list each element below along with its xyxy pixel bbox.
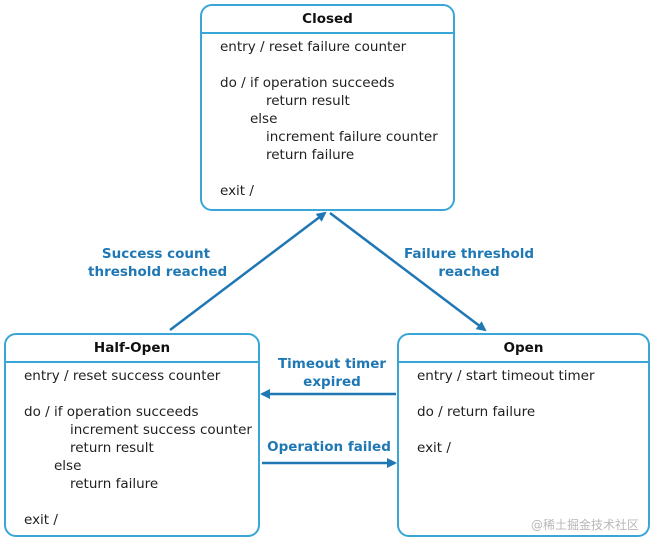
closed-line: increment failure counter bbox=[266, 129, 438, 145]
watermark-text: @稀土掘金技术社区 bbox=[530, 518, 639, 532]
arrow-closed-to-open bbox=[329, 212, 487, 332]
arrow-half-open-to-closed bbox=[169, 211, 327, 331]
closed-line: return result bbox=[266, 93, 350, 109]
state-half-open: Half-Open entry / reset success counter … bbox=[4, 333, 260, 537]
label-failure-threshold: Failure threshold reached bbox=[404, 246, 535, 280]
half-open-line: do / if operation succeeds bbox=[24, 404, 199, 420]
half-open-line: return result bbox=[70, 440, 154, 456]
state-open-title: Open bbox=[399, 335, 648, 363]
label-operation-failed: Operation failed bbox=[267, 439, 391, 455]
half-open-line: increment success counter bbox=[70, 422, 252, 438]
half-open-line: else bbox=[54, 458, 82, 474]
state-closed: Closed entry / reset failure counter do … bbox=[200, 4, 455, 211]
state-half-open-title: Half-Open bbox=[6, 335, 258, 363]
closed-line: else bbox=[250, 111, 278, 127]
state-closed-title: Closed bbox=[202, 6, 453, 34]
closed-line: entry / reset failure counter bbox=[220, 39, 407, 55]
half-open-line: return failure bbox=[70, 476, 159, 492]
closed-line: return failure bbox=[266, 147, 355, 163]
label-timeout-expired: Timeout timer expired bbox=[277, 356, 387, 390]
label-success-threshold: Success count threshold reached bbox=[88, 246, 228, 280]
state-open: Open entry / start timeout timer do / re… bbox=[397, 333, 650, 537]
closed-line: do / if operation succeeds bbox=[220, 75, 395, 91]
open-line: do / return failure bbox=[417, 404, 536, 420]
open-line: entry / start timeout timer bbox=[417, 368, 595, 384]
half-open-line: exit / bbox=[24, 512, 58, 528]
open-line: exit / bbox=[417, 440, 451, 456]
half-open-line: entry / reset success counter bbox=[24, 368, 221, 384]
closed-line: exit / bbox=[220, 183, 254, 199]
